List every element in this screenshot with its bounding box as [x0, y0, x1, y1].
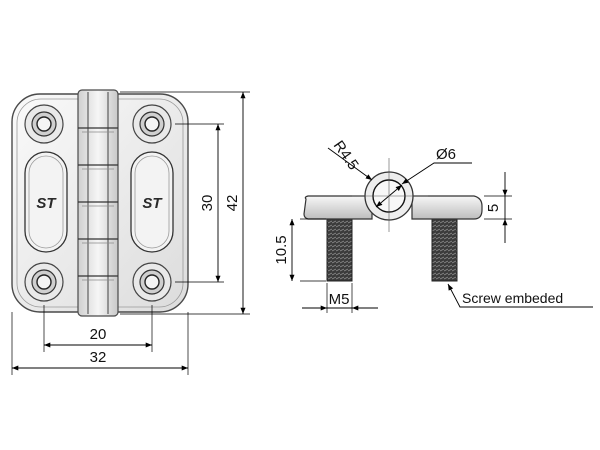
mounting-hole-bottom-right — [132, 262, 172, 302]
hinge-side-view: R4.5 Ø6 5 10.5 M5 Screw embeded — [273, 138, 593, 313]
dim-label-d6: Ø6 — [436, 146, 456, 163]
dim-label-m5: M5 — [329, 291, 350, 308]
dim-line-r45 — [327, 147, 373, 181]
logo-text-right: ST — [142, 195, 163, 212]
logo-slot-right: ST — [130, 151, 174, 253]
side-plate-right — [411, 195, 483, 220]
mounting-hole-top-left — [24, 104, 64, 144]
front-extension-lines — [11, 91, 250, 375]
note-leader-screw — [447, 283, 593, 308]
screw-left — [326, 218, 353, 282]
dim-line-d6 — [401, 162, 472, 185]
logo-text-left: ST — [36, 195, 57, 212]
logo-slot-left: ST — [24, 151, 68, 253]
dim-label-32: 32 — [90, 349, 107, 366]
hinge-front-view: ST ST 20 32 30 42 — [11, 89, 250, 375]
note-screw-embedded: Screw embeded — [462, 290, 563, 306]
dim-label-30: 30 — [199, 195, 216, 212]
dim-label-42: 42 — [224, 195, 241, 212]
mounting-hole-top-right — [132, 104, 172, 144]
mounting-hole-bottom-left — [24, 262, 64, 302]
hinge-knuckle — [77, 89, 119, 317]
dim-label-r45: R4.5 — [330, 138, 362, 174]
dim-label-20: 20 — [90, 326, 107, 343]
dim-label-5: 5 — [485, 204, 502, 212]
screw-right — [431, 218, 458, 282]
dim-label-105: 10.5 — [273, 235, 290, 264]
side-plate-left — [303, 195, 373, 220]
knuckle-segments — [78, 127, 118, 277]
